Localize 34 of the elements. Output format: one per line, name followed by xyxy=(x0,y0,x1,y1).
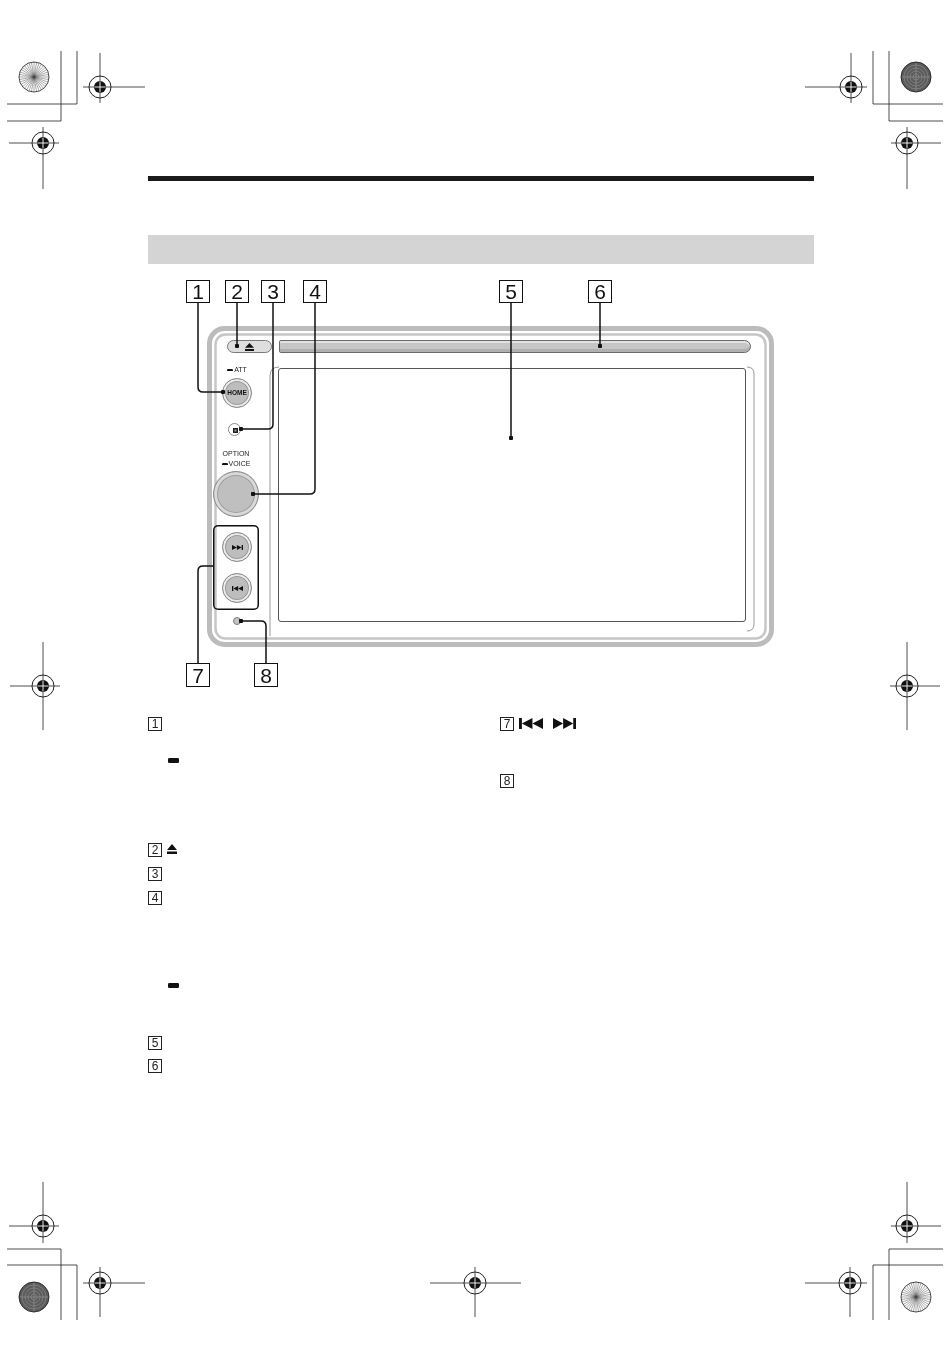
callout-number: 7 xyxy=(500,717,514,731)
leader-line xyxy=(197,302,226,395)
round-button xyxy=(222,532,252,562)
leader-line xyxy=(597,302,603,349)
callout-number: 6 xyxy=(588,280,612,303)
callout-number: 5 xyxy=(499,280,523,303)
leader-line xyxy=(234,302,240,349)
callout-number: 2 xyxy=(148,843,162,857)
leader-line xyxy=(197,565,214,664)
leader-line xyxy=(250,302,316,497)
heading-band xyxy=(148,235,814,264)
callout-number: 5 xyxy=(148,1036,162,1050)
display-screen xyxy=(278,368,746,622)
callout-number: 7 xyxy=(186,663,210,687)
callout-number: 8 xyxy=(500,774,514,788)
leader-line xyxy=(238,618,267,664)
leader-line xyxy=(238,302,274,432)
callout-number: 6 xyxy=(148,1059,162,1073)
callout-number: 1 xyxy=(148,717,162,731)
button-group-frame xyxy=(213,525,259,610)
callout-number: 3 xyxy=(148,867,162,881)
eject-button xyxy=(227,340,272,353)
small-round-button xyxy=(228,423,241,436)
callout-number: 1 xyxy=(186,280,210,303)
disc-slot xyxy=(279,340,751,353)
leader-line xyxy=(508,302,514,441)
callout-number: 4 xyxy=(303,280,327,303)
round-button xyxy=(222,573,252,603)
callout-number: 2 xyxy=(225,280,249,303)
reset-hole xyxy=(233,617,241,625)
callout-number: 8 xyxy=(254,663,278,687)
callout-number: 4 xyxy=(148,891,162,905)
callout-number: 3 xyxy=(261,280,285,303)
device-panel xyxy=(207,326,774,647)
